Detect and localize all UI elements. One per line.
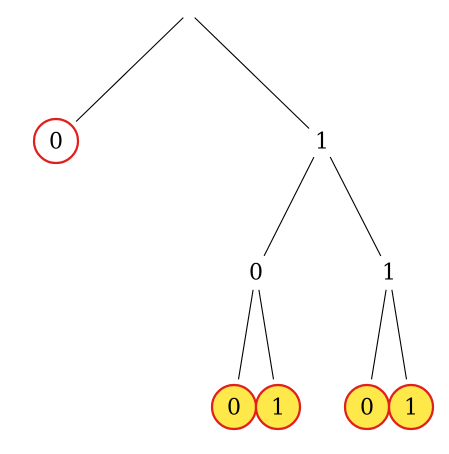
edge-root-to-left-leaf: [75, 17, 184, 122]
node-circle-leaf-rl-1: [254, 383, 302, 431]
edge-right-left-to-leaf-rl-0: [237, 289, 254, 380]
node-left-leaf: 0: [32, 117, 80, 165]
edge-right-right-to-leaf-rr-1: [391, 289, 408, 380]
node-leaf-rr-0: 0: [343, 383, 391, 431]
edge-right-left-to-leaf-rl-1: [258, 289, 275, 380]
node-right: 1: [315, 130, 329, 155]
node-circle-leaf-rr-1: [387, 383, 435, 431]
edge-right-to-right-left: [263, 156, 315, 257]
edge-right-right-to-leaf-rr-0: [370, 289, 387, 380]
node-label-right-right: 1: [382, 261, 396, 286]
node-label-leaf-rl-1: 1: [271, 396, 285, 421]
node-leaf-rl-1: 1: [254, 383, 302, 431]
node-leaf-rl-0: 0: [210, 383, 258, 431]
edge-root-to-right: [194, 17, 310, 129]
node-label-leaf-rr-0: 0: [360, 396, 374, 421]
node-label-leaf-rl-0: 0: [227, 396, 241, 421]
node-label-left-leaf: 0: [49, 130, 63, 155]
tree-edges: [75, 17, 408, 380]
edge-right-to-right-right: [329, 156, 382, 257]
node-label-right: 1: [315, 130, 329, 155]
tree-nodes: 0 1 0 1 0 1 0 1: [32, 117, 435, 431]
node-circle-left-leaf: [32, 117, 80, 165]
node-label-leaf-rr-1: 1: [404, 396, 418, 421]
node-right-right: 1: [382, 261, 396, 286]
node-leaf-rr-1: 1: [387, 383, 435, 431]
node-right-left: 0: [249, 261, 263, 286]
node-label-right-left: 0: [249, 261, 263, 286]
